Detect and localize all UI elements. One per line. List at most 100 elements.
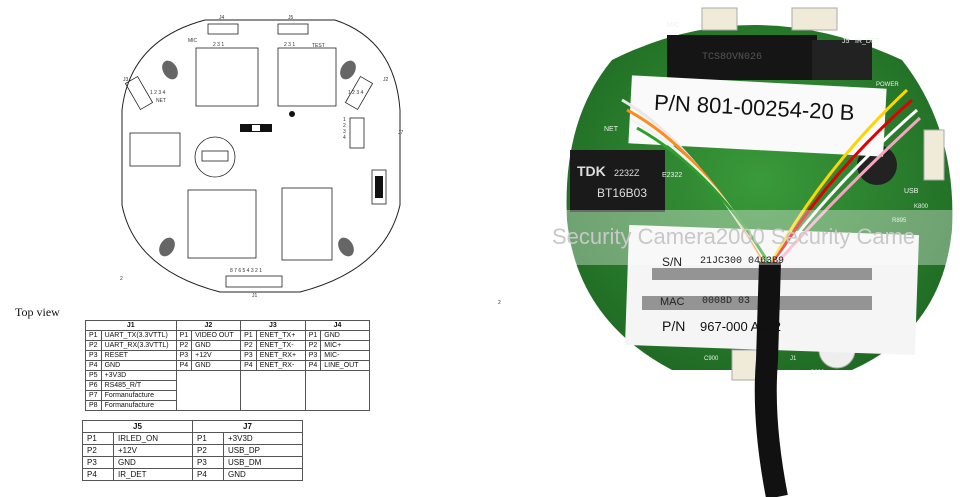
- pin-signal-cell: GND: [100, 360, 177, 371]
- pn2-value: 967-000 A002: [700, 319, 781, 334]
- pin-id-cell: P1: [240, 330, 257, 341]
- pin-id-cell: P4: [82, 468, 114, 481]
- pin-signal-cell: ENET_TX+: [255, 330, 306, 341]
- watermark: Security Camera2000 Security Came: [552, 224, 916, 249]
- pin-id-cell: P3: [82, 456, 114, 469]
- sn-label: S/N: [662, 255, 683, 269]
- pin-id-cell: P4: [192, 468, 224, 481]
- page-mark-left: 2: [120, 276, 123, 282]
- label-j1: J1: [252, 293, 258, 299]
- pin-id-cell: P3: [304, 350, 322, 361]
- header-j1: J1: [85, 320, 177, 331]
- silk-c900: C900: [704, 356, 719, 362]
- pin-id-cell: P3: [85, 350, 102, 361]
- board-photo-svg: [552, 0, 960, 497]
- board-outline-svg: [121, 19, 401, 293]
- pins-j3: 1 2 3 4: [150, 90, 166, 96]
- label-mic: MIC: [188, 38, 198, 44]
- pin-id-cell: P4: [85, 360, 102, 371]
- tdk-code2: BT16B03: [597, 186, 648, 200]
- pin-signal-cell: GND: [191, 360, 242, 371]
- pin-id-cell: P1: [82, 432, 114, 445]
- pin-id-cell: P2: [85, 340, 102, 351]
- pin-signal-cell: IR_DET: [113, 468, 193, 481]
- empty-cell: [240, 370, 306, 411]
- pin-signal-cell: GND: [191, 340, 242, 351]
- pin-signal-cell: MIC+: [320, 340, 371, 351]
- pins-j7: 1 2 3 4: [343, 117, 346, 141]
- pin-signal-cell: ENET_TX-: [255, 340, 306, 351]
- pn2-label: P/N: [662, 318, 686, 334]
- pin-id-cell: P5: [85, 370, 102, 381]
- pin-signal-cell: RESET: [100, 350, 177, 361]
- pin-id-cell: P1: [192, 432, 224, 445]
- label-test: TEST: [312, 43, 325, 49]
- pins-j1: 8 7 6 5 4 3 2 1: [230, 268, 262, 274]
- pin-signal-cell: USB_DP: [223, 444, 303, 457]
- empty-cell: [304, 370, 371, 411]
- pin-id-cell: P3: [175, 350, 193, 361]
- label-j7: J7: [398, 130, 404, 136]
- pin-id-cell: P4: [240, 360, 257, 371]
- header-j2: J2: [175, 320, 242, 331]
- pin-id-cell: P2: [304, 340, 322, 351]
- silk-irdet: IR_DET: [855, 38, 880, 45]
- pin-id-cell: P1: [175, 330, 193, 341]
- pin-signal-cell: VIDEO OUT: [191, 330, 242, 341]
- board-photo: P/N 801-00254-20 B Security Camera2000 S…: [552, 0, 960, 497]
- pins-j5: 2 3 1: [284, 42, 296, 48]
- label-j5: J5: [288, 15, 294, 21]
- mac-value: 0008D 03: [702, 296, 751, 307]
- table-row: P5+3V3D: [85, 370, 371, 411]
- tdk-label: TDK: [577, 163, 606, 179]
- silk-usb: USB: [904, 188, 919, 195]
- pin-signal-cell: MIC-: [320, 350, 371, 361]
- pin-signal-cell: Formanufacture: [100, 400, 177, 411]
- top-view-label: Top view: [15, 305, 60, 319]
- pin-id-cell: P1: [304, 330, 322, 341]
- silk-k800: K800: [914, 204, 929, 210]
- pin-id-cell: P7: [85, 390, 102, 401]
- pin-signal-cell: Formanufacture: [100, 390, 177, 401]
- pin-signal-cell: +3V3D: [223, 432, 303, 445]
- silk-j1: J1: [790, 356, 797, 362]
- silk-power: POWER: [876, 82, 899, 88]
- pin-signal-cell: USB_DM: [223, 456, 303, 469]
- silk-net: NET: [604, 126, 618, 133]
- pin-signal-cell: UART_TX(3.3VTTL): [100, 330, 177, 341]
- pin-signal-cell: GND: [113, 456, 193, 469]
- silk-e2322: E2322: [662, 172, 683, 179]
- pin-id-cell: P2: [175, 340, 193, 351]
- pin-signal-cell: +3V3D: [100, 370, 177, 381]
- pin-id-cell: P2: [240, 340, 257, 351]
- header-j5: J5: [82, 420, 193, 433]
- silk-j5: J5: [842, 38, 850, 45]
- pin-signal-cell: +12V: [191, 350, 242, 361]
- pin-id-cell: P8: [85, 400, 102, 411]
- pins-j4: 2 3 1: [213, 42, 225, 48]
- label-j3: J3: [123, 77, 129, 83]
- silk-mic: MIC: [667, 22, 680, 29]
- pin-signal-cell: GND: [223, 468, 303, 481]
- pin-id-cell: P6: [85, 380, 102, 391]
- silk-r895: R895: [892, 218, 907, 224]
- board-diagram: J4 J5 2 3 1 2 3 1 MIC TEST J3 1 2 3 4 NE…: [0, 0, 520, 306]
- pin-id-cell: P1: [85, 330, 102, 341]
- pin-id-cell: P3: [240, 350, 257, 361]
- silk-c220: C220: [810, 370, 825, 376]
- empty-cell: [175, 370, 242, 411]
- header-j4: J4: [304, 320, 371, 331]
- pin-signal-cell: IRLED_ON: [113, 432, 193, 445]
- label-j4: J4: [219, 15, 225, 21]
- pin-signal-cell: LINE_OUT: [320, 360, 371, 371]
